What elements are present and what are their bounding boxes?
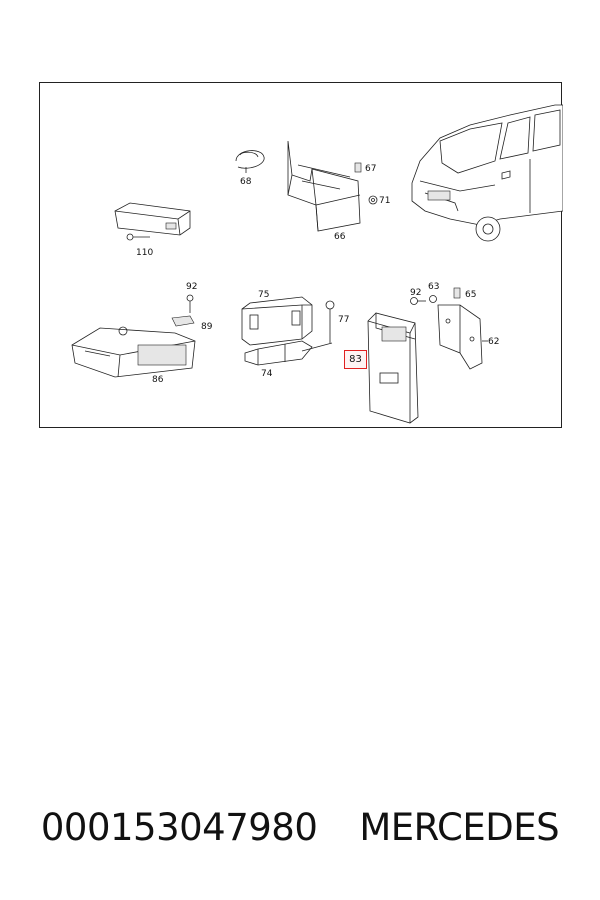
part-86-control-unit xyxy=(71,326,196,378)
parts-diagram: 110 68 67 71 66 92 89 86 75 77 74 92 63 … xyxy=(39,82,563,428)
label-68: 68 xyxy=(240,177,252,187)
diagram-drawing: 110 68 67 71 66 92 89 86 75 77 74 92 63 … xyxy=(71,104,563,424)
part-number: 000153047980 xyxy=(40,806,318,849)
label-75: 75 xyxy=(258,290,269,300)
label-77: 77 xyxy=(338,315,349,325)
part-65-clip xyxy=(453,287,461,299)
part-110-module xyxy=(114,202,191,241)
part-83-ecu xyxy=(367,312,419,424)
part-caption: 000153047980 MERCEDES xyxy=(0,806,600,862)
part-62-bracket xyxy=(437,304,488,370)
part-74-bracket xyxy=(244,340,313,366)
part-75-bracket xyxy=(241,296,313,346)
label-86: 86 xyxy=(152,375,164,385)
part-92-screw-right xyxy=(410,297,426,305)
label-92-left: 92 xyxy=(186,282,197,292)
label-66: 66 xyxy=(334,232,346,242)
label-92-right: 92 xyxy=(410,288,421,298)
part-63-washer xyxy=(429,295,437,303)
highlighted-part-83[interactable]: 83 xyxy=(344,350,367,369)
label-67: 67 xyxy=(365,164,376,174)
label-63: 63 xyxy=(428,282,439,292)
part-66-bracket xyxy=(287,140,361,232)
part-71-nut xyxy=(368,195,378,205)
label-74: 74 xyxy=(261,369,273,379)
part-92-screw-left xyxy=(186,294,194,313)
van-illustration xyxy=(411,104,563,242)
label-89: 89 xyxy=(201,322,213,332)
label-62: 62 xyxy=(488,337,499,347)
brand-name: MERCEDES xyxy=(359,806,560,849)
label-110: 110 xyxy=(136,248,153,258)
part-89-clip xyxy=(171,315,195,327)
label-65: 65 xyxy=(465,290,476,300)
part-68-clamp xyxy=(235,150,265,173)
label-71: 71 xyxy=(379,196,390,206)
part-67-clip xyxy=(354,162,362,173)
part-77-screw xyxy=(301,300,335,352)
